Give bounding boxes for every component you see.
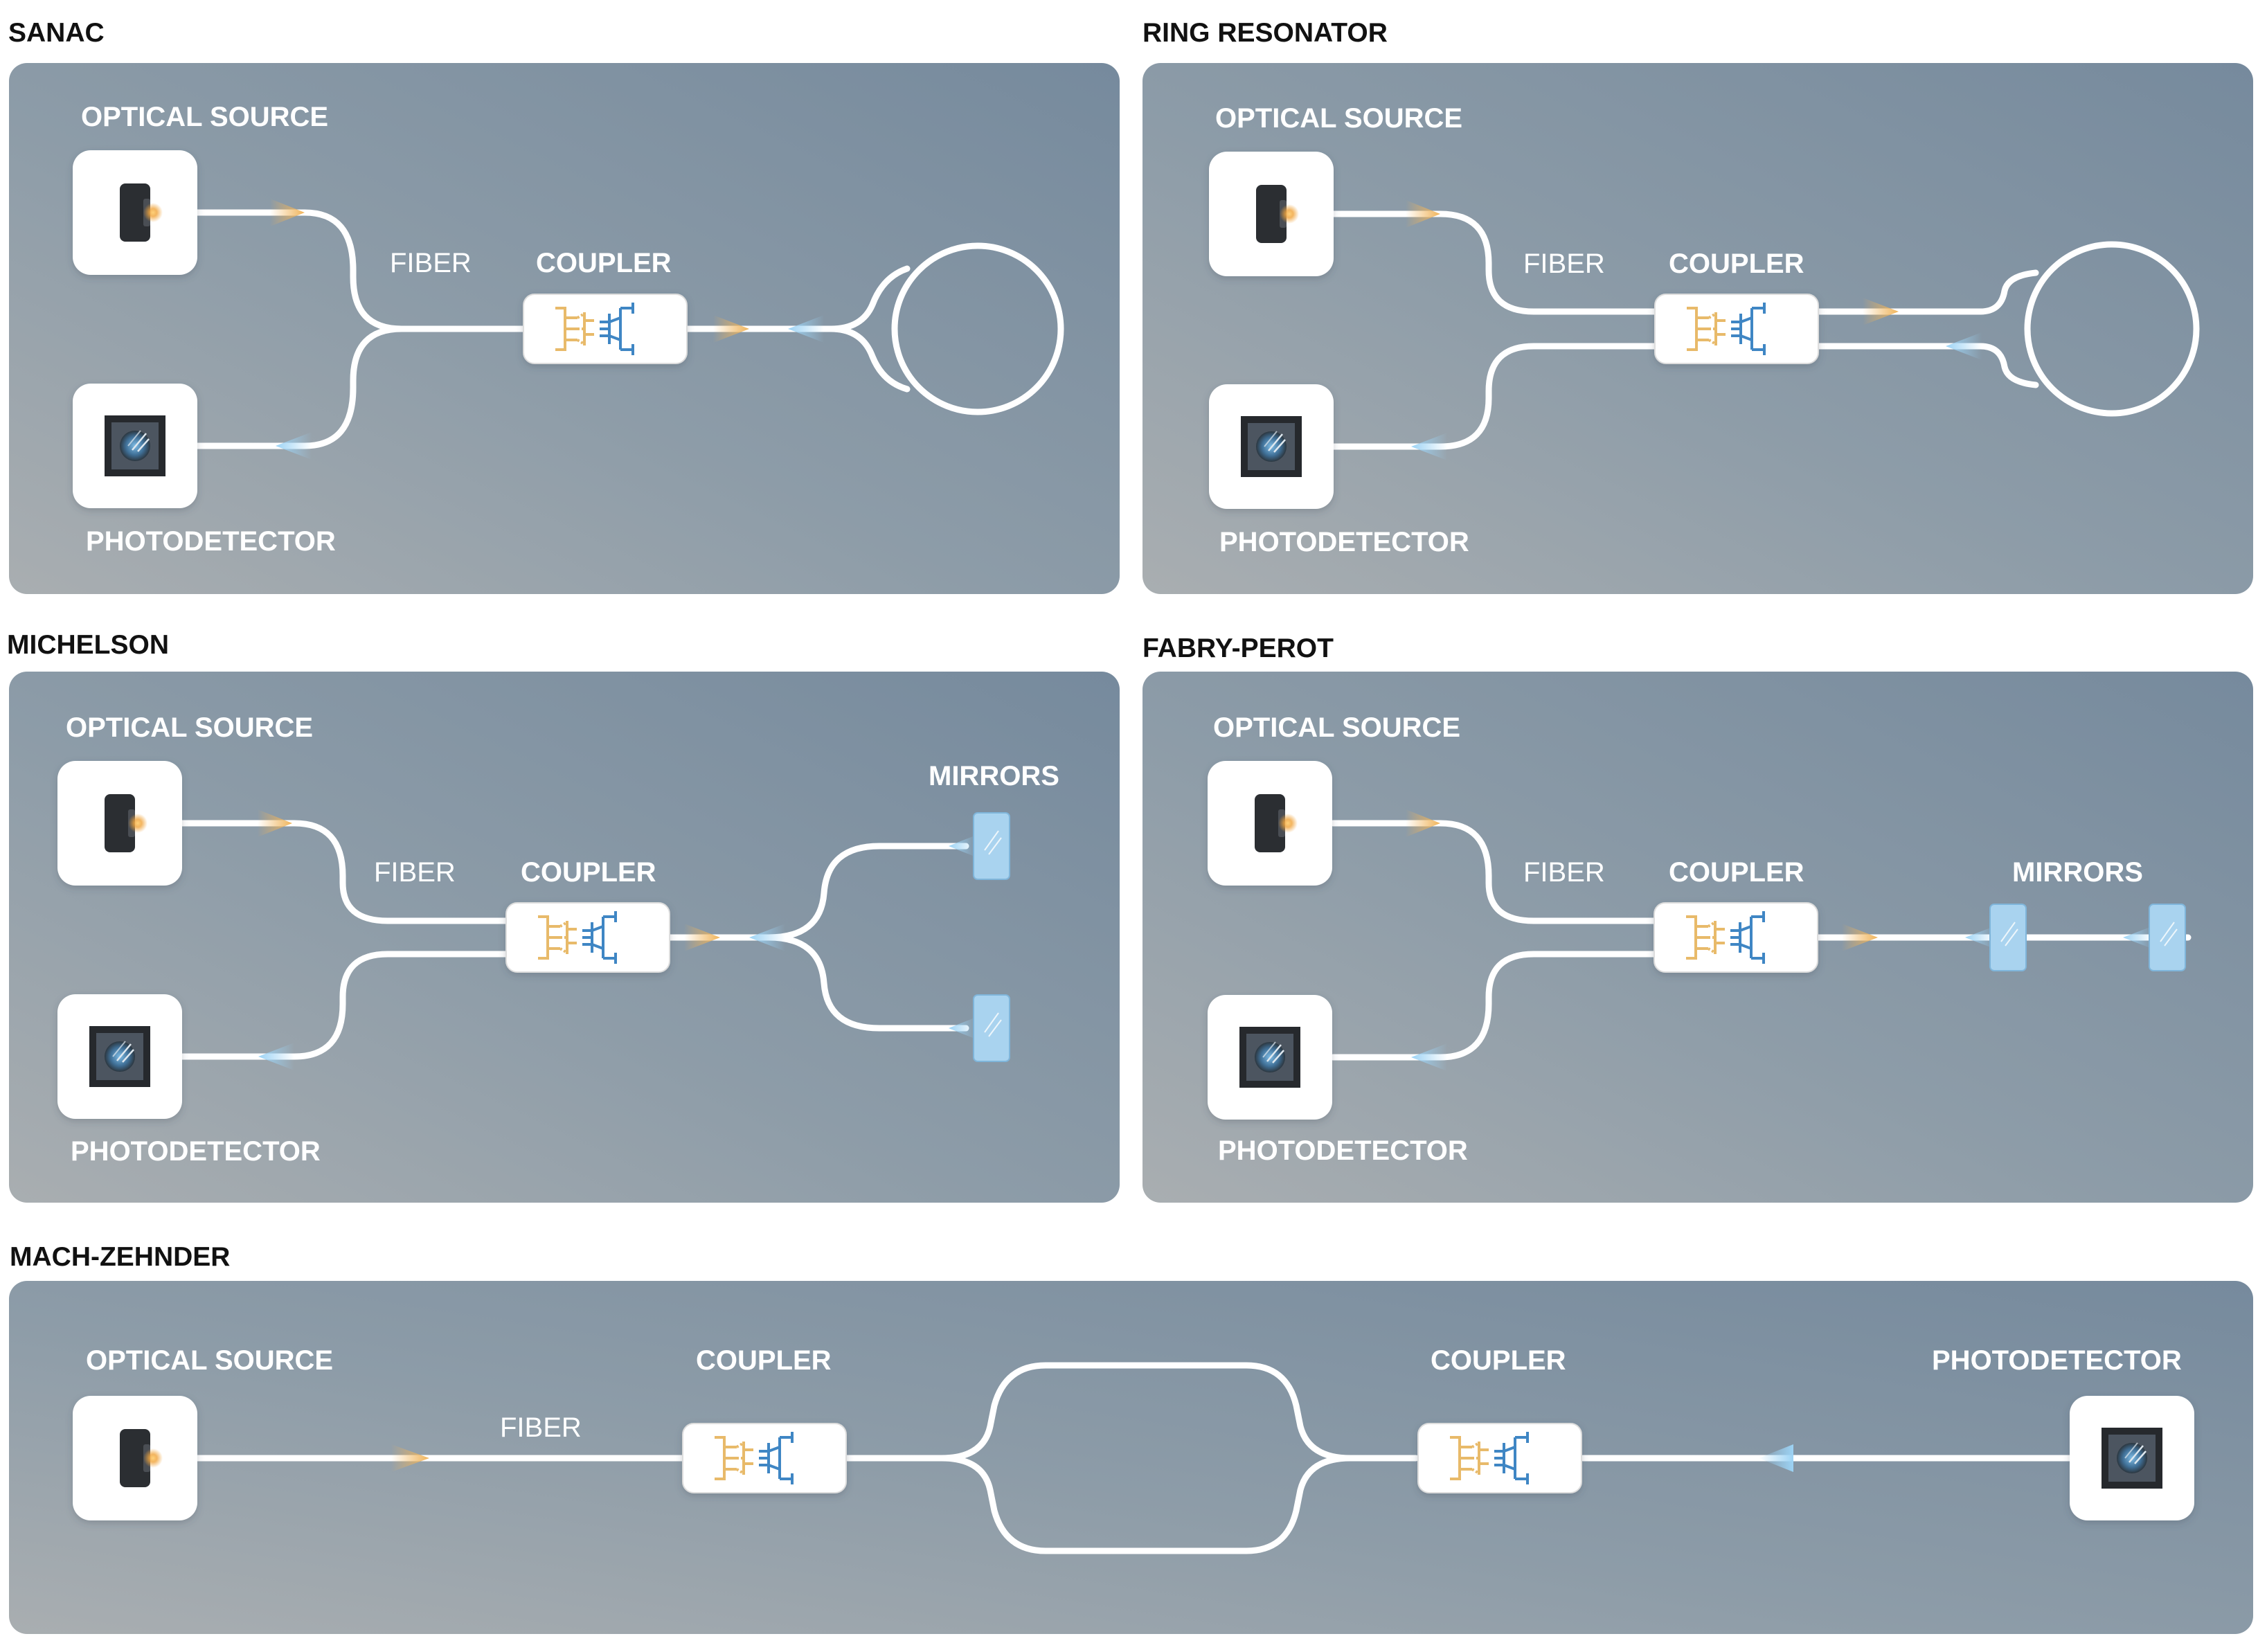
fabry-mirror-one-icon (1989, 904, 2027, 971)
ring-photodetector-icon (1209, 384, 1334, 509)
sanac-light-pulse-out (270, 199, 305, 226)
sanac-section: SANAC OPTICAL SOURCE PHOTODETECTOR FIBER… (8, 18, 1120, 594)
mach-optical-source-icon (73, 1396, 197, 1520)
sanac-coupler-icon (523, 294, 687, 363)
fabry-mirror-two-icon (2149, 904, 2186, 971)
michelson-mirrors-label: MIRRORS (929, 761, 1059, 791)
ring-title: RING RESONATOR (1143, 18, 1388, 48)
michelson-source-fiber (179, 820, 516, 924)
michelson-title: MICHELSON (7, 630, 169, 660)
michelson-coupler-label: COUPLER (521, 857, 656, 888)
fabry-perot-section: FABRY-PEROT OPTICAL SOURCE PHOTODETECTOR… (1143, 634, 2253, 1203)
michelson-light-pulse-mirror-top (949, 835, 976, 857)
mach-coupler-right-icon (1418, 1424, 1581, 1493)
michelson-fiber-label: FIBER (374, 857, 456, 888)
sanac-photodetector-icon (73, 384, 197, 508)
mach-light-pulse-detector (1759, 1444, 1793, 1472)
ring-coupler-label: COUPLER (1669, 249, 1804, 279)
mach-title: MACH-ZEHNDER (10, 1242, 230, 1272)
mach-coupler-left-icon (683, 1424, 846, 1493)
michelson-coupler-icon (506, 903, 670, 972)
fabry-light-pulse-detector (1411, 1043, 1447, 1071)
fabry-photodetector-icon (1208, 995, 1332, 1120)
ring-light-pulse-out (1406, 200, 1440, 228)
sanac-optical-source-label: OPTICAL SOURCE (81, 102, 328, 132)
mach-panel (9, 1281, 2253, 1634)
michelson-detector-fiber (179, 951, 516, 1060)
mach-coupler-right-label: COUPLER (1431, 1345, 1566, 1376)
mach-lower-arm (938, 1455, 1354, 1554)
sanac-optical-source-icon (73, 150, 197, 275)
sanac-light-pulse-return (788, 315, 824, 343)
ring-light-pulse-coupler (1863, 298, 1899, 325)
fabry-coupler-icon (1654, 903, 1818, 972)
michelson-section: MICHELSON OPTICAL SOURCE PHOTODETECTOR F… (7, 630, 1120, 1203)
mach-photodetector-icon (2070, 1396, 2194, 1520)
ring-detector-fiber (1329, 343, 1658, 450)
mach-upper-arm (841, 1362, 1419, 1462)
sanac-light-pulse-detector (276, 432, 312, 460)
ring-return-fiber (1813, 343, 2039, 388)
ring-light-pulse-detector (1411, 433, 1447, 460)
fabry-light-pulse-mirror-one (1965, 926, 1994, 949)
michelson-photodetector-label: PHOTODETECTOR (71, 1136, 321, 1167)
sanac-fiber-coil (891, 242, 1064, 415)
fabry-title: FABRY-PEROT (1143, 634, 1334, 663)
fabry-light-pulse-out (1406, 809, 1440, 837)
michelson-optical-source-label: OPTICAL SOURCE (66, 712, 313, 743)
fabry-coupler-label: COUPLER (1669, 857, 1804, 888)
ring-photodetector-label: PHOTODETECTOR (1219, 527, 1469, 557)
fabry-mirrors-label: MIRRORS (2012, 857, 2143, 888)
sanac-light-pulse-coupler (713, 315, 749, 343)
fabry-source-fiber (1329, 820, 1658, 924)
mach-photodetector-label: PHOTODETECTOR (1932, 1345, 2182, 1376)
ring-out-fiber (1813, 269, 2039, 315)
michelson-optical-source-icon (57, 761, 182, 886)
fabry-detector-fiber (1329, 951, 1658, 1061)
sanac-fiber-label: FIBER (390, 248, 472, 278)
michelson-mirror-top-icon (973, 812, 1010, 880)
mach-fiber-label: FIBER (500, 1412, 582, 1443)
sanac-coupler-label: COUPLER (536, 248, 672, 278)
ring-coupler-icon (1655, 294, 1818, 363)
fabry-optical-source-icon (1208, 761, 1332, 886)
ring-optical-source-label: OPTICAL SOURCE (1215, 103, 1462, 134)
mach-optical-source-label: OPTICAL SOURCE (86, 1345, 333, 1376)
michelson-light-pulse-coupler (684, 924, 720, 951)
fabry-optical-source-label: OPTICAL SOURCE (1213, 712, 1460, 743)
ring-light-pulse-return (1946, 332, 1982, 360)
sanac-source-fiber (194, 209, 530, 332)
sanac-title: SANAC (8, 18, 105, 48)
ring-fiber-label: FIBER (1523, 249, 1605, 279)
mach-light-pulse-out (391, 1444, 429, 1472)
sanac-loop-fiber (682, 265, 911, 393)
fabry-light-pulse-mirror-two (2123, 926, 2152, 949)
michelson-light-pulse-return (749, 924, 785, 951)
fabry-fiber-label: FIBER (1523, 857, 1605, 888)
michelson-light-pulse-out (258, 809, 292, 837)
mach-zehnder-section: MACH-ZEHNDER OPTICAL SOURCE PHOTODETECTO… (9, 1242, 2253, 1634)
michelson-mirror-bottom-icon (973, 994, 1010, 1062)
sanac-detector-fiber (194, 325, 405, 449)
ring-resonator-section: RING RESONATOR OPTICAL SOURCE PHOTODETEC… (1143, 18, 2253, 594)
michelson-light-pulse-mirror-bottom (949, 1017, 976, 1039)
michelson-light-pulse-detector (258, 1043, 294, 1070)
ring-optical-source-icon (1209, 152, 1334, 276)
michelson-photodetector-icon (57, 994, 182, 1119)
ring-resonator-loop (2024, 241, 2200, 417)
ring-source-fiber (1329, 210, 1658, 315)
fabry-light-pulse-coupler (1842, 924, 1878, 951)
mach-coupler-left-label: COUPLER (696, 1345, 832, 1376)
fabry-photodetector-label: PHOTODETECTOR (1218, 1135, 1468, 1166)
michelson-arms-fiber (665, 843, 969, 1032)
sanac-photodetector-label: PHOTODETECTOR (86, 526, 336, 557)
